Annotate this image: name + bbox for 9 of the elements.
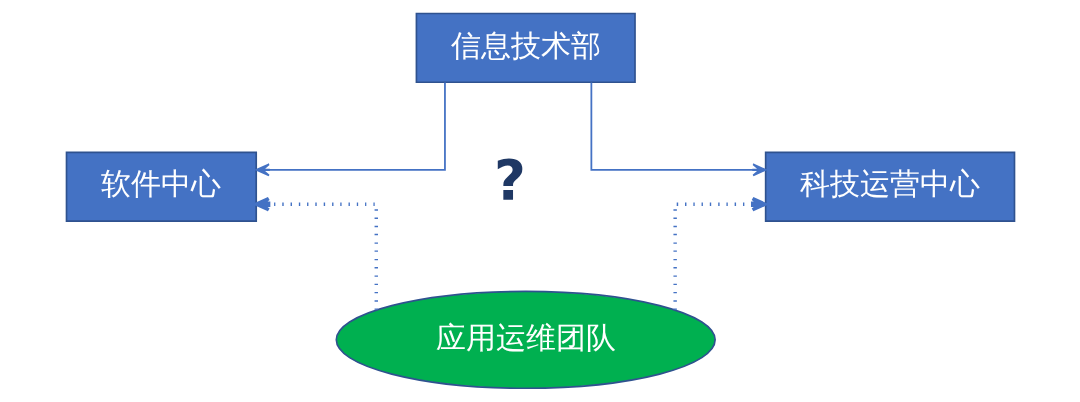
node-box: 信息技术部 <box>415 12 636 84</box>
node-box: 软件中心 <box>65 151 257 222</box>
node-box: 科技运营中心 <box>764 151 1015 222</box>
arrow <box>255 81 446 177</box>
label: ? <box>493 148 526 213</box>
arrow <box>672 196 767 310</box>
node-ellipse: 应用运维团队 <box>334 290 716 390</box>
arrow <box>589 81 766 177</box>
arrow <box>254 196 378 310</box>
